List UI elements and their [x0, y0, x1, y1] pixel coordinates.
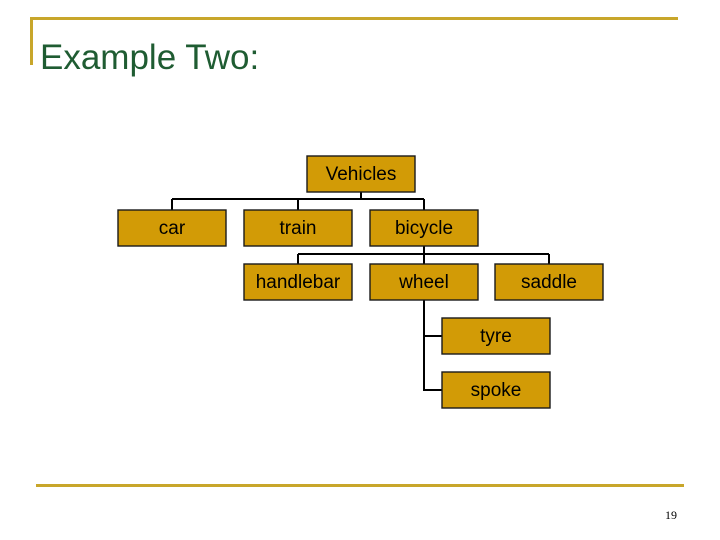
slide-title: Example Two: — [40, 38, 260, 77]
bottom-rule — [36, 484, 684, 487]
node-label-tyre: tyre — [480, 326, 512, 347]
node-bicycle: bicycle — [369, 209, 479, 247]
node-label-train: train — [280, 218, 317, 239]
node-train: train — [243, 209, 353, 247]
node-label-saddle: saddle — [521, 272, 577, 293]
node-label-wheel: wheel — [398, 272, 449, 293]
edges — [171, 192, 550, 391]
node-tyre: tyre — [441, 317, 551, 355]
node-label-car: car — [159, 218, 186, 239]
node-saddle: saddle — [494, 263, 604, 301]
left-rule — [30, 17, 33, 65]
node-label-handlebar: handlebar — [256, 272, 341, 293]
node-handlebar: handlebar — [243, 263, 353, 301]
node-wheel: wheel — [369, 263, 479, 301]
node-vehicles: Vehicles — [306, 155, 416, 193]
node-car: car — [117, 209, 227, 247]
top-rule — [30, 17, 678, 20]
node-spoke: spoke — [441, 371, 551, 409]
node-label-vehicles: Vehicles — [326, 164, 397, 185]
edge-wheel-trunk — [423, 300, 442, 391]
node-label-spoke: spoke — [471, 380, 522, 401]
node-label-bicycle: bicycle — [395, 218, 453, 239]
page-number: 19 — [665, 508, 677, 522]
